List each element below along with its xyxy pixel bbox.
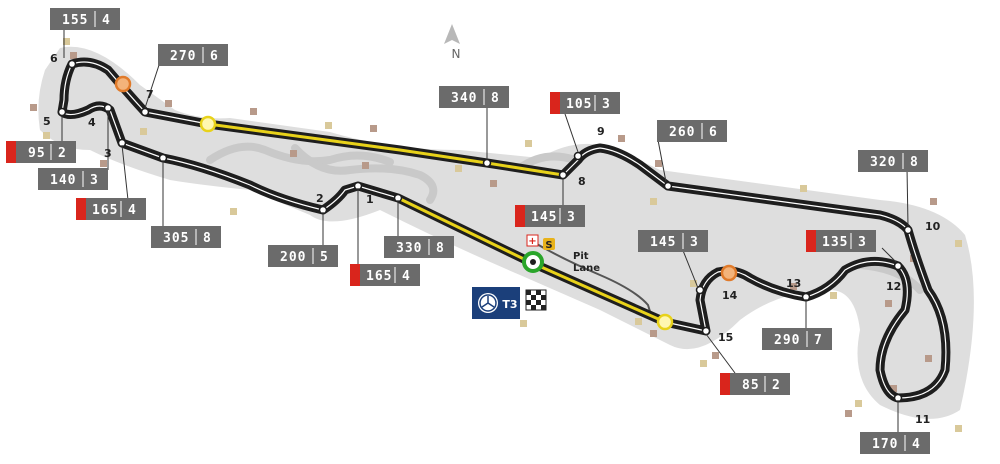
svg-text:165: 165 [92,203,118,218]
svg-text:3: 3 [690,235,699,250]
turn-10: 10 [925,220,941,233]
leader-lines [61,30,909,432]
medical-badge: + [528,236,536,247]
svg-text:8: 8 [910,155,919,170]
team-logo: T3 [472,287,520,319]
sector-badge: S [545,240,552,251]
svg-text:145: 145 [531,210,557,225]
svg-text:140: 140 [50,173,76,188]
pit-label-line1: Pit [573,251,589,262]
turn-8: 8 [578,175,586,188]
svg-text:95: 95 [28,146,46,161]
svg-text:270: 270 [170,49,196,64]
turn-6: 6 [50,52,58,65]
turn-2: 2 [316,192,324,205]
svg-text:170: 170 [872,437,898,452]
svg-text:3: 3 [858,235,867,250]
svg-text:340: 340 [451,91,477,106]
speed-box: 200 5 [268,245,338,267]
turn-4: 4 [88,116,96,129]
speed-box: 95 2 [6,141,76,163]
svg-text:320: 320 [870,155,896,170]
svg-text:3: 3 [90,173,99,188]
race-track [57,57,951,403]
north-label: N [452,47,461,61]
svg-text:85: 85 [742,378,760,393]
corner-dots [57,59,913,403]
svg-text:105: 105 [566,97,592,112]
svg-text:135: 135 [822,235,848,250]
svg-text:8: 8 [436,241,445,256]
speed-box: 155 4 [50,8,120,30]
speed-box: 305 8 [151,226,221,248]
turn-12: 12 [886,280,901,293]
runoff-areas [38,46,974,419]
speed-box: 330 8 [384,236,454,258]
svg-text:7: 7 [814,333,823,348]
svg-text:6: 6 [709,125,718,140]
svg-text:145: 145 [650,235,676,250]
speed-box: 320 8 [858,150,928,172]
speed-box: 145 3 [638,230,708,252]
speed-box: 270 6 [158,44,228,66]
logo-text: T3 [502,298,517,311]
svg-text:330: 330 [396,241,422,256]
speed-box: 145 3 [515,205,585,227]
speed-box: 135 3 [806,230,876,252]
turn-11: 11 [915,413,930,426]
svg-text:2: 2 [772,378,781,393]
speed-box: 105 3 [550,92,620,114]
speed-box: 340 8 [439,86,509,108]
marshal-posts [30,38,962,432]
turn-13: 13 [786,277,801,290]
speed-box: 140 3 [38,168,108,190]
speed-box: 290 7 [762,328,832,350]
turn-5: 5 [43,115,51,128]
svg-text:8: 8 [491,91,500,106]
turn-7: 7 [146,88,154,101]
speed-boxes: 155 4 270 6 95 2 140 3 165 4 [6,8,930,454]
svg-text:290: 290 [774,333,800,348]
drs-markers [114,75,738,331]
svg-text:200: 200 [280,250,306,265]
speed-box: 85 2 [720,373,790,395]
turn-15: 15 [718,331,733,344]
svg-text:5: 5 [320,250,329,265]
svg-text:3: 3 [567,210,576,225]
speed-box: 260 6 [657,120,727,142]
speed-box: 165 4 [350,264,420,286]
svg-text:260: 260 [669,125,695,140]
svg-text:2: 2 [58,146,67,161]
svg-text:4: 4 [128,203,137,218]
pit-label-line2: Lane [573,263,600,274]
turn-numbers: 1 2 3 4 5 6 7 8 9 10 11 12 13 14 15 [43,52,941,426]
pit-marker: + S Pit Lane [522,234,600,274]
svg-text:4: 4 [912,437,921,452]
svg-text:4: 4 [402,269,411,284]
svg-text:3: 3 [602,97,611,112]
svg-text:6: 6 [210,49,219,64]
speed-box: 165 4 [76,198,146,220]
speed-box: 170 4 [860,432,930,454]
north-arrow: N [444,24,460,61]
svg-text:8: 8 [203,231,212,246]
finish-flag-icon [525,289,547,311]
svg-text:305: 305 [163,231,189,246]
svg-text:165: 165 [366,269,392,284]
turn-9: 9 [597,125,605,138]
svg-text:4: 4 [102,13,111,28]
turn-1: 1 [366,193,374,206]
turn-3: 3 [104,147,112,160]
svg-text:155: 155 [62,13,88,28]
turn-14: 14 [722,289,738,302]
pit-lane [529,239,653,319]
